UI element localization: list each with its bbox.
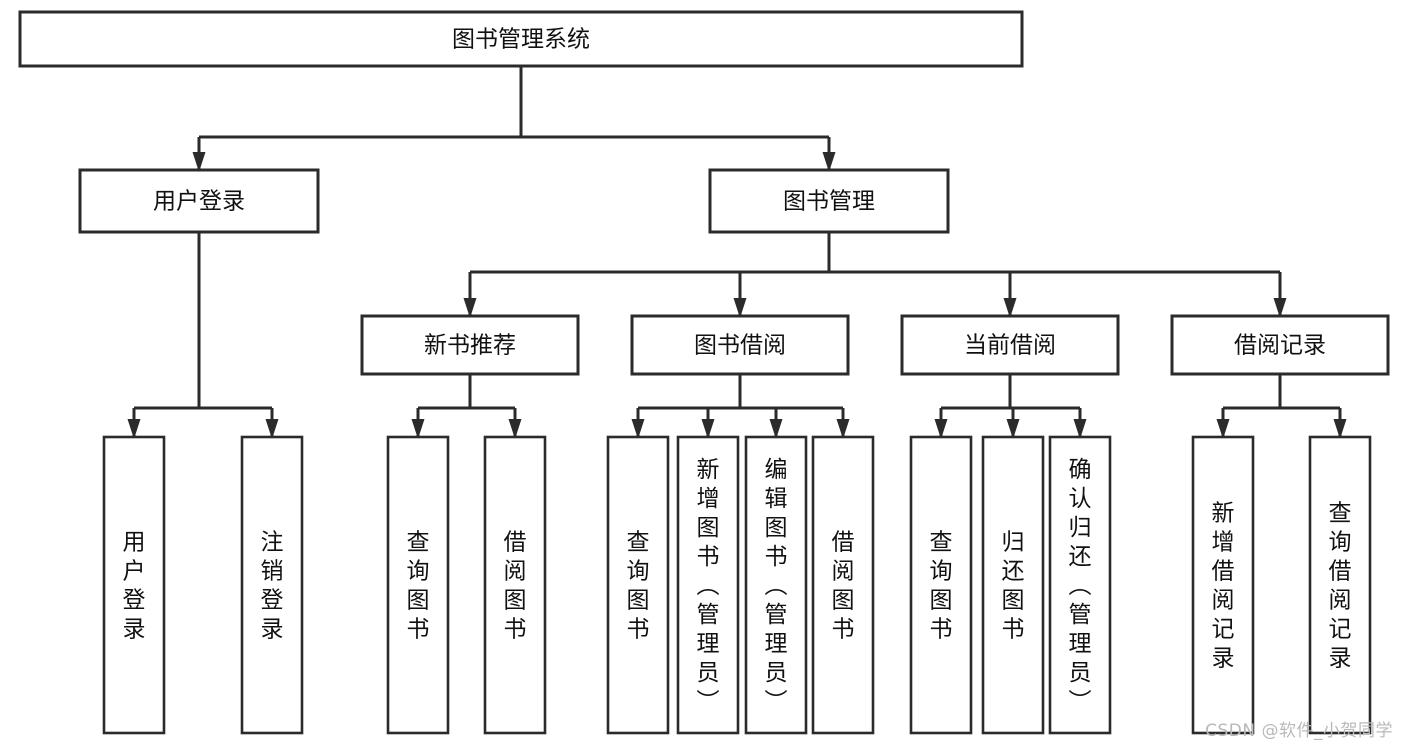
node-label: 借阅图书 — [504, 530, 527, 643]
node-label: 查询图书 — [930, 530, 953, 643]
arrow-head-icon — [1333, 419, 1347, 439]
connector-layer — [127, 66, 1347, 439]
arrow-head-icon — [508, 419, 522, 439]
arrow-head-icon — [192, 152, 206, 172]
node-box — [630, 314, 850, 376]
arrow-head-icon — [701, 419, 715, 439]
node-box — [606, 435, 670, 735]
node-label: 查询图书 — [407, 530, 430, 643]
arrow-head-icon — [1006, 419, 1020, 439]
node-label: 图书管理 — [783, 189, 875, 215]
node-book-management[interactable]: 图书管理 — [708, 168, 950, 234]
node-label: 新增借阅记录 — [1212, 501, 1235, 672]
node-label: 图书管理系统 — [452, 27, 590, 53]
node-root[interactable]: 图书管理系统 — [18, 10, 1024, 68]
node-label: 查询图书 — [627, 530, 650, 643]
arrow-head-icon — [631, 419, 645, 439]
node-box — [708, 168, 950, 234]
arrow-head-icon — [265, 419, 279, 439]
node-box — [1048, 435, 1112, 735]
node-box — [744, 435, 808, 735]
node-box — [1308, 435, 1372, 735]
node-box — [18, 10, 1024, 68]
node-leaf-query-book-recommend[interactable]: 查询图书 — [386, 435, 450, 735]
node-box — [981, 435, 1045, 735]
arrow-head-icon — [934, 419, 948, 439]
node-leaf-add-borrow-record[interactable]: 新增借阅记录 — [1191, 435, 1255, 735]
arrow-head-icon — [733, 298, 747, 318]
node-new-book-recommend[interactable]: 新书推荐 — [360, 314, 580, 376]
node-box — [360, 314, 580, 376]
node-box — [909, 435, 973, 735]
node-leaf-query-book-current[interactable]: 查询图书 — [909, 435, 973, 735]
node-box — [811, 435, 875, 735]
arrow-head-icon — [463, 298, 477, 318]
node-label: 归还图书 — [1002, 530, 1025, 643]
node-leaf-query-book-borrow[interactable]: 查询图书 — [606, 435, 670, 735]
arrow-head-icon — [822, 152, 836, 172]
node-label: 图书借阅 — [694, 333, 786, 359]
node-leaf-user-login[interactable]: 用户登录 — [102, 435, 166, 735]
node-label: 查询借阅记录 — [1329, 501, 1352, 672]
node-box — [386, 435, 450, 735]
node-label: 编辑图书︵管理员︶ — [765, 457, 788, 715]
node-label: 确认归还︵管理员︶ — [1069, 457, 1092, 715]
node-leaf-confirm-return[interactable]: 确认归还︵管理员︶ — [1048, 435, 1112, 735]
node-label: 注销登录 — [261, 530, 284, 643]
node-label: 用户登录 — [123, 530, 146, 643]
node-leaf-add-book[interactable]: 新增图书︵管理员︶ — [676, 435, 740, 735]
arrow-head-icon — [1273, 298, 1287, 318]
node-leaf-return-book[interactable]: 归还图书 — [981, 435, 1045, 735]
node-leaf-edit-book[interactable]: 编辑图书︵管理员︶ — [744, 435, 808, 735]
watermark-text: CSDN @软件_小贺同学 — [1205, 721, 1393, 741]
node-label: 新增图书︵管理员︶ — [697, 457, 720, 715]
node-leaf-query-borrow-record[interactable]: 查询借阅记录 — [1308, 435, 1372, 735]
node-label: 当前借阅 — [964, 333, 1056, 359]
node-box — [1191, 435, 1255, 735]
node-box — [102, 435, 166, 735]
node-leaf-borrow-book-recommend[interactable]: 借阅图书 — [483, 435, 547, 735]
node-box — [78, 168, 320, 234]
arrow-head-icon — [836, 419, 850, 439]
arrow-head-icon — [1216, 419, 1230, 439]
arrow-head-icon — [411, 419, 425, 439]
node-box — [240, 435, 304, 735]
node-layer: 图书管理系统用户登录图书管理新书推荐图书借阅当前借阅借阅记录用户登录注销登录查询… — [18, 10, 1390, 735]
node-user-login[interactable]: 用户登录 — [78, 168, 320, 234]
node-label: 用户登录 — [153, 189, 245, 215]
node-box — [483, 435, 547, 735]
node-borrow-record[interactable]: 借阅记录 — [1170, 314, 1390, 376]
arrow-head-icon — [127, 419, 141, 439]
node-label: 新书推荐 — [424, 333, 516, 359]
node-leaf-borrow-book[interactable]: 借阅图书 — [811, 435, 875, 735]
node-leaf-logout-login[interactable]: 注销登录 — [240, 435, 304, 735]
node-current-borrow[interactable]: 当前借阅 — [900, 314, 1120, 376]
node-box — [676, 435, 740, 735]
node-book-borrow[interactable]: 图书借阅 — [630, 314, 850, 376]
node-box — [1170, 314, 1390, 376]
node-label: 借阅图书 — [832, 530, 855, 643]
arrow-head-icon — [1073, 419, 1087, 439]
node-label: 借阅记录 — [1234, 333, 1326, 359]
arrow-head-icon — [1003, 298, 1017, 318]
arrow-head-icon — [769, 419, 783, 439]
node-box — [900, 314, 1120, 376]
